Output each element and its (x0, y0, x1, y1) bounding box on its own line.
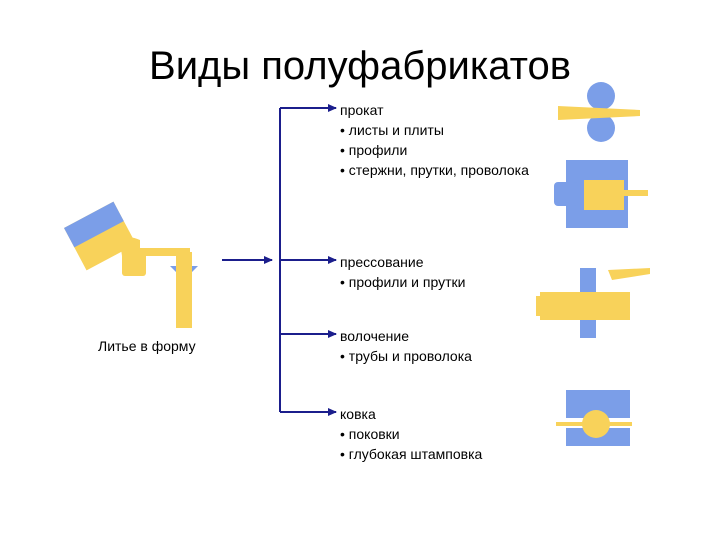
extrusion-die-icon (554, 160, 648, 228)
rolling-mill-icon (558, 82, 640, 142)
group-pressing: прессование • профили и прутки (340, 252, 465, 292)
list-item: • трубы и проволока (340, 348, 472, 364)
casting-label: Литье в форму (98, 338, 196, 354)
group-heading: волочение (340, 328, 409, 344)
list-item: • профили и прутки (340, 274, 466, 290)
connector-lines (222, 104, 337, 416)
group-heading: прессование (340, 254, 424, 270)
list-item: • глубокая штамповка (340, 446, 483, 462)
list-item: • стержни, прутки, проволока (340, 162, 529, 178)
group-heading: ковка (340, 406, 376, 422)
list-item: • профили (340, 142, 408, 158)
casting-mold-icon (122, 248, 198, 328)
group-heading: прокат (340, 102, 384, 118)
page-title: Виды полуфабрикатов (149, 44, 571, 88)
forging-press-icon (556, 390, 632, 446)
group-rolling: прокат • листы и плиты • профили • стерж… (340, 100, 529, 180)
list-item: • листы и плиты (340, 122, 444, 138)
group-forging: ковка • поковки • глубокая штамповка (340, 404, 482, 464)
list-item: • поковки (340, 426, 400, 442)
wire-drawing-icon (536, 268, 650, 338)
group-drawing: волочение • трубы и проволока (340, 326, 472, 366)
